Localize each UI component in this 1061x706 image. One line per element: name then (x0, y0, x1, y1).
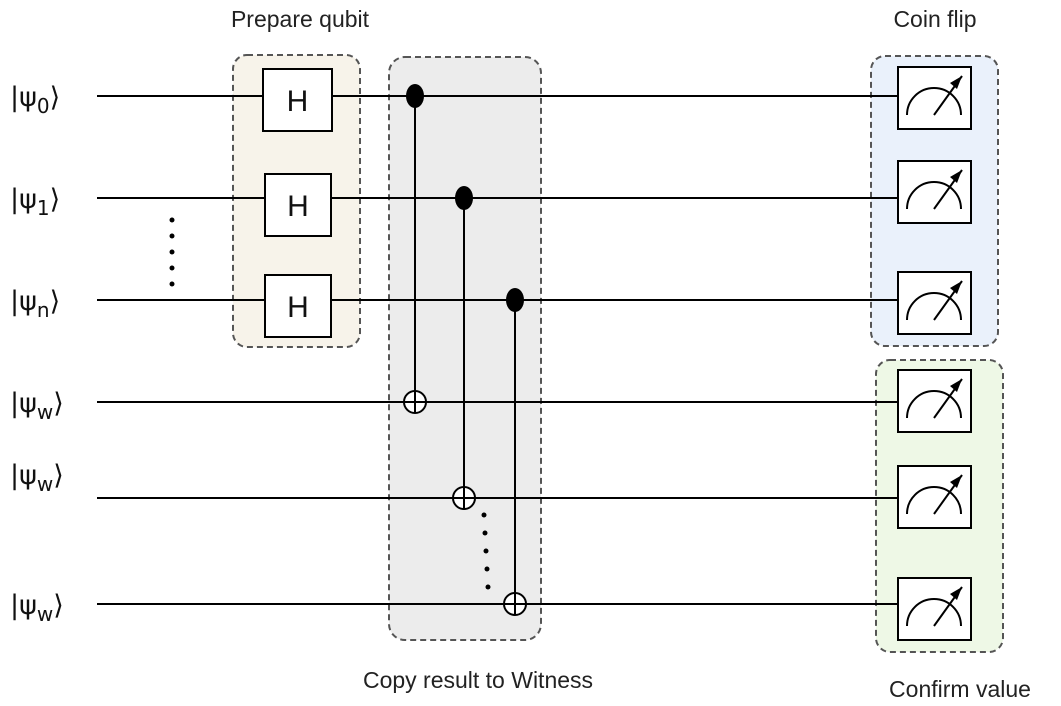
control-dot (506, 288, 524, 312)
ket-label-q1: |ψ1⟩ (10, 184, 60, 220)
witness-ellipsis (481, 512, 491, 590)
prepare-qubit-label: Prepare qubit (231, 6, 370, 32)
measurement-gate-q1 (897, 160, 972, 224)
ket-label-w2: |ψw⟩ (10, 460, 64, 496)
measurement-gate-q0 (897, 66, 972, 130)
ket-label-qn: |ψn⟩ (10, 286, 60, 322)
ket-label-w3: |ψw⟩ (10, 590, 64, 626)
cnot-gate-3 (503, 288, 527, 616)
svg-text:H: H (287, 85, 309, 118)
hadamard-gate-q0: H (262, 68, 333, 132)
svg-text:H: H (287, 291, 309, 324)
confirm-value-label: Confirm value (889, 676, 1031, 702)
hadamard-gate-qn: H (264, 274, 332, 338)
svg-text:H: H (287, 190, 309, 223)
measurement-gate-w1 (897, 369, 972, 433)
control-dot (455, 186, 473, 210)
qubit-ellipsis (169, 217, 175, 287)
measurement-gate-w3 (897, 577, 972, 641)
ket-label-q0: |ψ0⟩ (10, 82, 60, 118)
copy-witness-label: Copy result to Witness (363, 667, 593, 693)
control-dot (406, 84, 424, 108)
hadamard-gate-q1: H (264, 173, 332, 237)
cnot-gate-2 (452, 186, 476, 510)
cnot-gate-1 (403, 84, 427, 414)
coin-flip-label: Coin flip (893, 6, 976, 32)
measurement-gate-qn (897, 271, 972, 335)
ket-label-w1: |ψw⟩ (10, 388, 64, 424)
measurement-gate-w2 (897, 465, 972, 529)
